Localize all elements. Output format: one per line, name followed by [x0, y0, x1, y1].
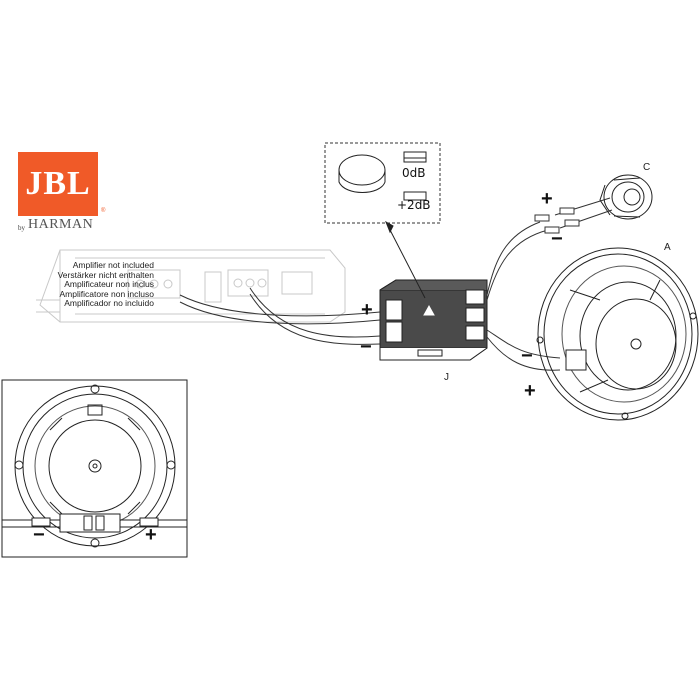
- tweeter-level-plus2db: +2dB: [397, 198, 431, 212]
- amp-wires: [179, 287, 381, 345]
- crossover-label: J: [444, 372, 449, 383]
- tweeter-label: C: [643, 162, 651, 173]
- tweeter-level-0db: 0dB: [402, 166, 426, 180]
- amplifier-outline: [36, 249, 346, 323]
- crossover-input-positive: +: [361, 299, 373, 321]
- woofer-positive: +: [524, 380, 536, 402]
- insert-pointer: [385, 220, 426, 299]
- tweeter-level-callout: [324, 142, 441, 224]
- jbl-logo: JBL: [18, 152, 98, 216]
- note-line-fr: Amplificateur non inclus: [64, 279, 154, 290]
- harman-by-label: by: [18, 224, 25, 232]
- woofer-negative: −: [521, 345, 533, 367]
- amplifier-not-included-note: Amplifier not included Verstärker nicht …: [42, 260, 155, 309]
- tweeter-positive: +: [541, 188, 553, 210]
- note-line-de: Verstärker nicht enthalten: [57, 269, 154, 280]
- inset-positive: +: [145, 524, 157, 546]
- note-line-es: Amplificador no incluido: [64, 298, 154, 309]
- tweeter-negative: −: [551, 228, 563, 250]
- inset-negative: −: [33, 524, 45, 546]
- woofer-drawing: [536, 247, 699, 421]
- logo-text: JBL: [25, 165, 91, 202]
- note-line-en: Amplifier not included: [72, 260, 154, 270]
- installation-inset: [1, 379, 188, 558]
- note-line-it: Amplificatore non incluso: [59, 288, 155, 299]
- registered-mark: ®: [101, 208, 106, 214]
- woofer-label: A: [664, 242, 671, 253]
- tweeter-drawing: [599, 174, 653, 220]
- crossover-box: [379, 279, 488, 361]
- crossover-input-negative: −: [360, 336, 372, 358]
- tweeter-wires: [486, 197, 613, 301]
- woofer-wires: [486, 329, 561, 371]
- harman-label: HARMAN: [28, 217, 94, 232]
